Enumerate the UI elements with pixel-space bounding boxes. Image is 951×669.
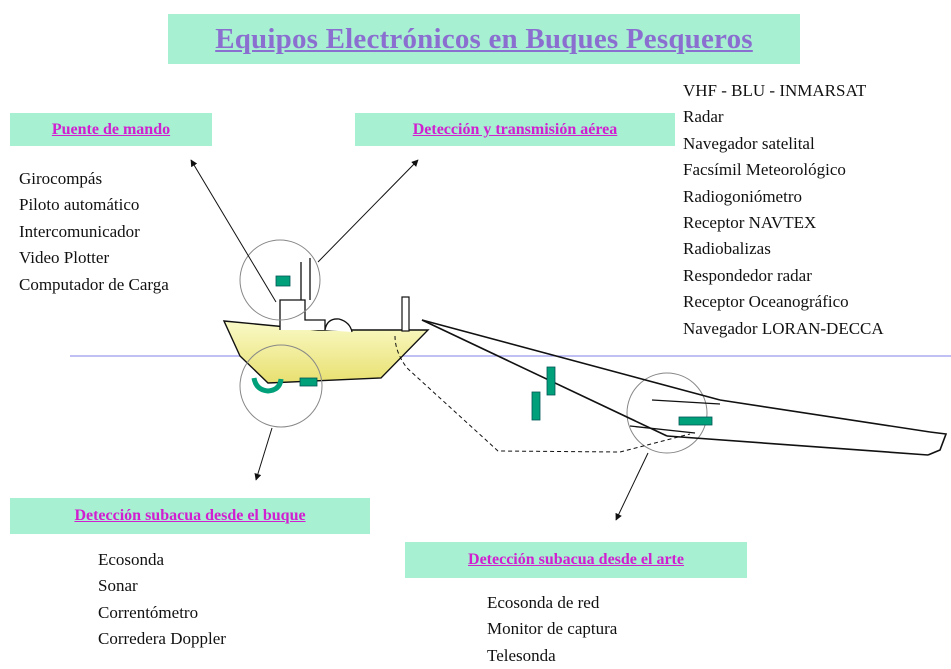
list-item: Computador de Carga <box>19 274 169 294</box>
net-circle <box>626 372 708 454</box>
label-deteccion-buque: Detección subacua desde el buque <box>10 498 370 534</box>
headline <box>651 399 721 405</box>
label-puente-de-mando: Puente de mando <box>10 113 212 146</box>
list-item: Radiobalizas <box>683 239 771 259</box>
list-item: Telesonda <box>487 645 556 665</box>
list-item: Radar <box>683 107 724 127</box>
list-puente-de-mando: Girocompás Piloto automático Intercomuni… <box>19 166 169 298</box>
list-item: Ecosonda <box>98 550 165 569</box>
list-item: Radiogoniómetro <box>683 186 802 206</box>
list-deteccion-aerea: VHF - BLU - INMARSAT Radar Navegador sat… <box>683 78 884 342</box>
list-item: Correntómetro <box>98 602 199 622</box>
list-item: Intercomunicador <box>19 221 140 241</box>
hull-circle <box>239 344 323 428</box>
list-item: Facsímil Meteorológico <box>683 160 846 180</box>
vessel <box>222 258 430 394</box>
title-banner: Equipos Electrónicos en Buques Pesqueros <box>168 14 800 64</box>
label-deteccion-aerea: Detección y transmisión aérea <box>355 113 675 146</box>
page-title: Equipos Electrónicos en Buques Pesqueros <box>215 22 753 55</box>
arrow-puente <box>190 159 277 303</box>
cod-end <box>927 431 948 456</box>
sonar-dome <box>251 377 284 394</box>
list-item: Sonar <box>98 576 138 596</box>
list-item: Respondedor radar <box>683 265 812 285</box>
wheelhouse <box>279 299 326 330</box>
list-item: Corredera Doppler <box>98 629 226 649</box>
list-item: VHF - BLU - INMARSAT <box>683 81 867 100</box>
netsonde-unit <box>678 416 713 426</box>
list-deteccion-arte: Ecosonda de red Monitor de captura Teles… <box>487 590 617 669</box>
arrow-aerea <box>317 159 419 263</box>
list-item: Girocompás <box>19 169 103 188</box>
door-sensor-upper <box>546 366 556 396</box>
trawl-gear <box>394 319 948 456</box>
net-bottom <box>666 435 929 456</box>
bridge-circle <box>239 239 321 321</box>
mast <box>401 296 410 332</box>
warp-lower <box>421 319 668 437</box>
echosounder-unit <box>299 377 318 387</box>
arrow-arte <box>615 452 649 521</box>
sensor-cable <box>394 335 691 453</box>
list-item: Navegador satelital <box>683 133 815 153</box>
dome <box>324 318 353 333</box>
list-item: Video Plotter <box>19 248 110 268</box>
label-deteccion-arte: Detección subacua desde el arte <box>405 542 747 578</box>
net-top <box>719 399 931 433</box>
list-deteccion-buque: Ecosonda Sonar Correntómetro Corredera D… <box>98 547 226 653</box>
list-item: Piloto automático <box>19 195 140 215</box>
list-item: Receptor Oceanográfico <box>683 292 849 312</box>
list-item: Ecosonda de red <box>487 593 600 612</box>
door-sensor-lower <box>531 391 541 421</box>
arrow-buque <box>254 427 273 481</box>
vessel-hull <box>222 320 430 384</box>
list-item: Monitor de captura <box>487 619 618 639</box>
list-item: Receptor NAVTEX <box>683 213 817 233</box>
radar-unit <box>275 275 291 287</box>
list-item: Navegador LORAN-DECCA <box>683 318 884 338</box>
warp-upper <box>421 319 721 401</box>
footrope <box>629 425 696 434</box>
